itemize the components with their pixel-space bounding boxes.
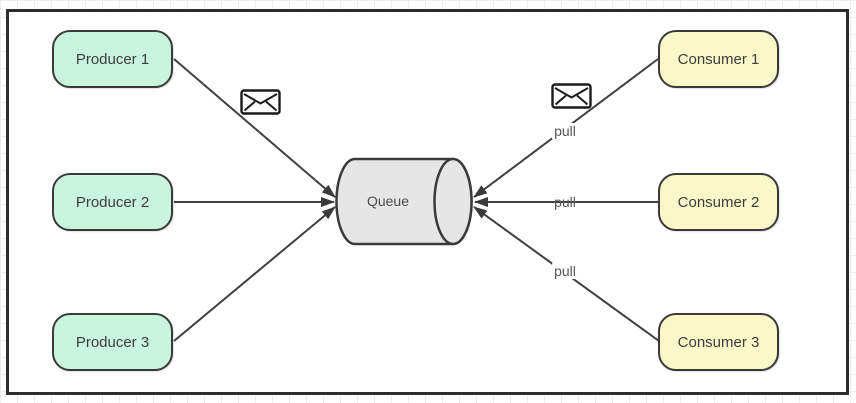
edge-label-pull-1[interactable]: pull	[552, 123, 578, 139]
edge-producer1-queue[interactable]	[173, 58, 336, 198]
node-label: Producer 2	[75, 193, 150, 211]
node-producer-1[interactable]: Producer 1	[52, 30, 173, 88]
envelope-icon[interactable]	[240, 89, 281, 115]
node-label: Consumer 3	[677, 333, 760, 351]
edge-label-pull-2[interactable]: pull	[554, 194, 576, 210]
node-consumer-1[interactable]: Consumer 1	[658, 30, 779, 88]
node-label: Consumer 1	[677, 50, 760, 68]
edge-label-pull-3[interactable]: pull	[552, 263, 578, 279]
node-label: Producer 1	[75, 50, 150, 68]
node-consumer-3[interactable]: Consumer 3	[658, 313, 779, 371]
node-consumer-2[interactable]: Consumer 2	[658, 173, 779, 231]
queue-node-label: Queue	[366, 193, 410, 209]
node-producer-3[interactable]: Producer 3	[52, 313, 173, 371]
node-queue-cylinder[interactable]	[335, 157, 473, 246]
edge-producer3-queue[interactable]	[173, 206, 336, 342]
envelope-icon[interactable]	[551, 83, 592, 109]
node-producer-2[interactable]: Producer 2	[52, 173, 173, 231]
node-label: Producer 3	[75, 333, 150, 351]
node-label: Consumer 2	[677, 193, 760, 211]
